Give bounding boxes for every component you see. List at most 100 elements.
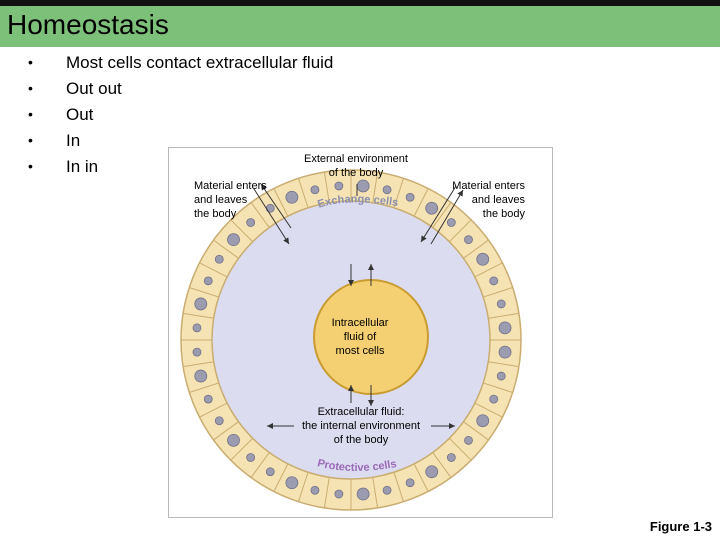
exchange-cells-text: Exchange cells (316, 193, 399, 210)
bullet-item: • In in (28, 156, 333, 182)
cell-wall (432, 452, 452, 478)
cell-nucleus (265, 467, 275, 477)
bullet-list: •Most cells contact extracellular fluid … (28, 52, 333, 182)
arrow-left-in (253, 188, 290, 245)
bullet-dot-icon: • (28, 80, 33, 96)
protective-cells-label: Protective cells (316, 457, 397, 474)
cell-nucleus (356, 179, 370, 193)
cell-wall (189, 382, 219, 394)
bullet-dot-icon: • (28, 106, 33, 122)
cell-nucleus (425, 201, 439, 215)
arrow-left-out (260, 183, 292, 229)
bullet-text: In (66, 131, 81, 150)
cell-nucleus (192, 323, 202, 333)
protective-cells-text: Protective cells (316, 457, 397, 474)
arrow-right-in (420, 185, 457, 243)
extracellular-label: Extracellular fluid: the internal enviro… (301, 406, 420, 446)
intracellular-label: Intracellular fluid of most cells (331, 317, 389, 357)
cell-nucleus (356, 487, 370, 501)
diagram-canvas: Exchange cells Protective cells (180, 169, 522, 511)
bullet-item: • Out out (28, 78, 333, 104)
cell-wall (474, 262, 503, 278)
cell-wall (483, 382, 513, 394)
cell-nucleus (227, 433, 240, 447)
cell-nucleus (310, 185, 320, 195)
cell-nucleus (496, 299, 506, 309)
cell-nucleus (476, 414, 490, 428)
cell-wall (297, 472, 309, 502)
cell-nucleus (489, 276, 499, 286)
cell-wall (448, 219, 472, 243)
cell-wall (189, 286, 219, 298)
cell-wall (463, 239, 489, 259)
exchange-cells-label: Exchange cells (316, 193, 399, 210)
cell-wall (213, 421, 239, 441)
cell-wall (230, 437, 254, 461)
bullet-item: • Most cells contact extracellular fluid (28, 52, 333, 78)
arrow-right-out (430, 189, 464, 245)
cell-nucleus (246, 218, 256, 227)
cell-nucleus (405, 478, 415, 488)
cell-nucleus (498, 321, 512, 335)
cell-wall (488, 361, 519, 368)
cell-wall (474, 402, 503, 418)
bullet-text: In in (66, 157, 99, 176)
cell-wall (323, 172, 330, 203)
cell-nucleus (446, 453, 456, 462)
homeostasis-diagram: Exchange cells Protective cells External… (168, 147, 553, 518)
bullet-dot-icon: • (28, 54, 33, 70)
cell-wall (213, 239, 239, 259)
bullet-text: Out out (66, 79, 122, 98)
cell-wall (273, 463, 289, 492)
cell-nucleus (498, 345, 512, 359)
cell-wall (199, 402, 228, 418)
external-environment-label: External environment of the body (304, 153, 408, 179)
cell-nucleus (203, 394, 213, 404)
cell-nucleus (194, 297, 208, 311)
cell-wall (250, 202, 270, 228)
top-border (0, 0, 720, 6)
cell-wall (250, 452, 270, 478)
epithelial-cells (181, 170, 521, 510)
cell-wall (413, 188, 429, 217)
cell-nucleus (246, 453, 256, 462)
cell-wall (393, 472, 405, 502)
cell-wall (483, 286, 513, 298)
cell-wall (432, 202, 452, 228)
cell-wall (372, 172, 379, 203)
cell-nucleus (405, 192, 415, 202)
cell-nucleus (214, 416, 224, 426)
cell-wall (448, 437, 472, 461)
cell-wall (273, 188, 289, 217)
bullet-dot-icon: • (28, 132, 33, 148)
bullet-dot-icon: • (28, 158, 33, 174)
cell-nucleus (496, 371, 506, 381)
cell-nucleus (227, 233, 240, 247)
cell-nucleus (464, 435, 473, 445)
cell-nucleus (334, 489, 344, 499)
cell-nucleus (489, 394, 499, 404)
cell-wall (393, 178, 405, 208)
cell-wall (372, 477, 379, 508)
figure-caption: Figure 1-3 (649, 519, 712, 534)
title-bar (0, 6, 720, 47)
cell-nucleus (310, 485, 320, 495)
bullet-text: Most cells contact extracellular fluid (66, 53, 334, 72)
bullet-text: Out (66, 105, 94, 124)
cell-nucleus (285, 190, 299, 204)
bullet-item: • Out (28, 104, 333, 130)
cell-wall (230, 219, 254, 243)
cell-wall (323, 477, 330, 508)
cell-nucleus (214, 254, 224, 264)
cell-wall (183, 361, 214, 368)
cell-nucleus (476, 252, 490, 266)
cell-nucleus (425, 465, 439, 479)
bullet-item: • In (28, 130, 333, 156)
cell-nucleus (285, 476, 299, 490)
cell-wall (463, 421, 489, 441)
cell-wall (413, 463, 429, 492)
cell-nucleus (194, 369, 208, 383)
cell-nucleus (382, 185, 392, 195)
material-left-label: Material enters and leaves the body (194, 180, 267, 220)
cell-wall (183, 312, 214, 319)
